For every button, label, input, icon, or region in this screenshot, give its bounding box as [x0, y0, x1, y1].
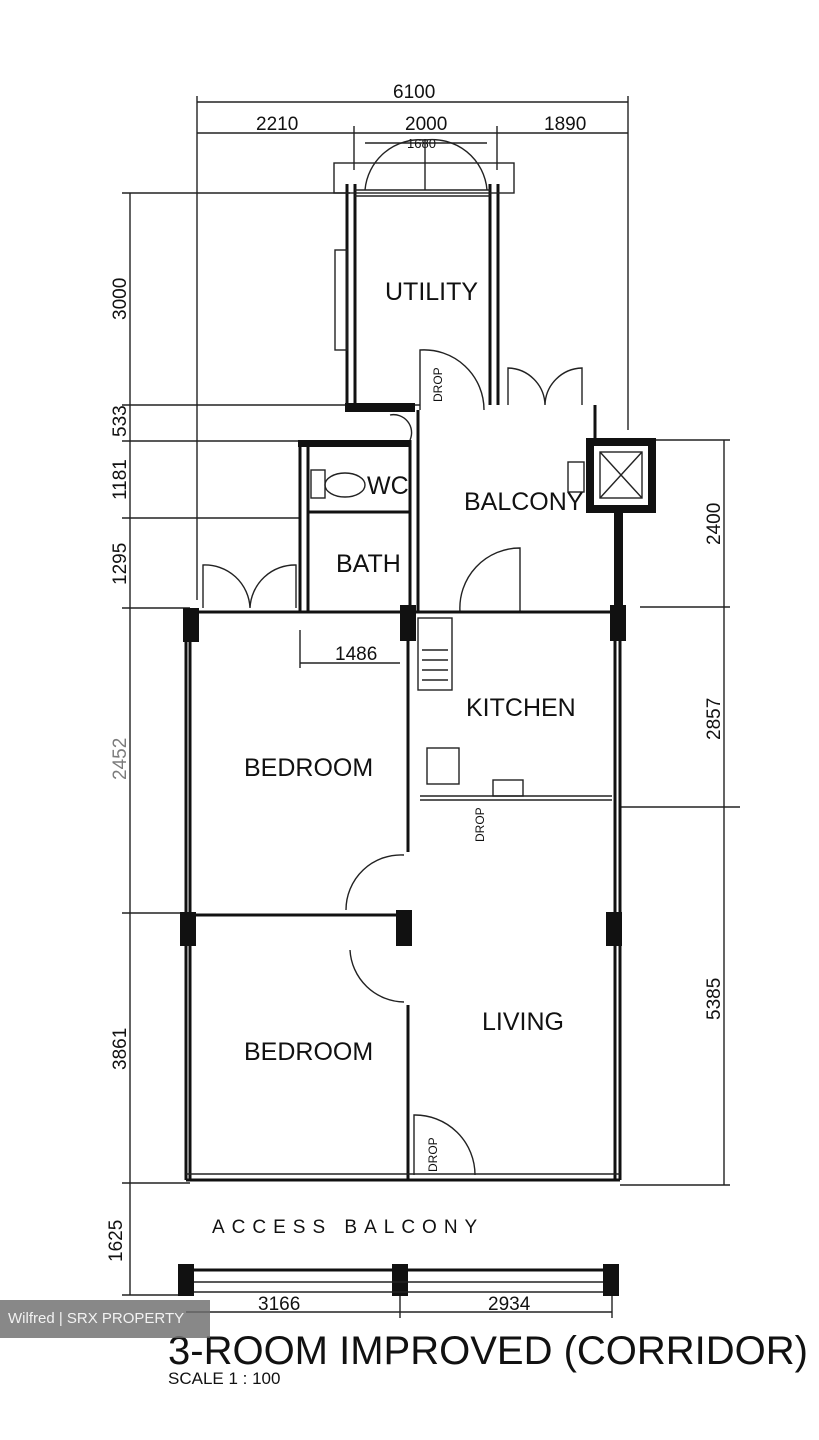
dim-left-1295: 1295 [110, 543, 131, 585]
left-dimensions [122, 192, 420, 1296]
dim-bottom-3166: 3166 [258, 1294, 300, 1315]
room-label-wc: WC [367, 472, 409, 500]
living-main-door-swing [413, 1114, 476, 1176]
drop-label-utility: DROP [431, 367, 445, 402]
room-label-balcony: BALCONY [464, 488, 584, 516]
top-dimensions [196, 96, 629, 600]
room-label-bedroom-top: BEDROOM [244, 754, 373, 782]
wc-bath-block [298, 413, 413, 612]
kitchen-door-swing [459, 547, 521, 613]
inner-dimension-1486 [299, 630, 400, 668]
bedroom-top-door-swing [345, 854, 405, 911]
drop-label-kitchen: DROP [473, 807, 487, 842]
dim-right-2857: 2857 [704, 698, 725, 740]
plan-scale: SCALE 1 : 100 [168, 1369, 280, 1388]
bedroom-balcony-double-door [202, 564, 297, 609]
room-label-kitchen: KITCHEN [466, 694, 576, 722]
dim-right-2400: 2400 [704, 503, 725, 545]
dim-top-total: 6100 [393, 82, 435, 103]
dim-top-left: 2210 [256, 114, 298, 135]
dim-left-mid: 2452 [110, 738, 131, 780]
balcony-room [416, 405, 656, 613]
watermark: Wilfred | SRX PROPERTY [0, 1300, 210, 1338]
utility-door-swing [419, 349, 485, 411]
dim-left-533: 533 [110, 405, 131, 437]
dim-left-1625: 1625 [106, 1220, 127, 1262]
dim-top-mid: 2000 [405, 114, 447, 135]
room-label-bedroom-bottom: BEDROOM [244, 1038, 373, 1066]
dim-top-right: 1890 [544, 114, 586, 135]
utility-room [333, 138, 515, 412]
kitchen-fittings [417, 617, 524, 797]
dim-bottom-2934: 2934 [488, 1294, 531, 1315]
bottom-corridor [178, 1264, 619, 1318]
room-label-bath: BATH [336, 550, 401, 578]
drop-label-living: DROP [426, 1137, 440, 1172]
room-label-utility: UTILITY [385, 278, 478, 306]
dim-left-1181: 1181 [110, 459, 131, 500]
bedroom-bottom-door-swing [349, 949, 405, 1003]
dim-left-3861: 3861 [110, 1028, 131, 1070]
dim-left-3000: 3000 [110, 278, 131, 320]
dim-window-small: 1680 [407, 136, 436, 151]
access-balcony-label: ACCESS BALCONY [212, 1217, 484, 1238]
room-label-living: LIVING [482, 1008, 564, 1036]
right-dimensions [620, 439, 740, 1186]
plan-title: 3-ROOM IMPROVED (CORRIDOR) [168, 1329, 808, 1373]
dim-right-5385: 5385 [704, 978, 725, 1020]
balcony-top-double-door [507, 367, 583, 406]
dim-inner-1486: 1486 [335, 644, 377, 665]
main-walls [180, 605, 626, 1182]
